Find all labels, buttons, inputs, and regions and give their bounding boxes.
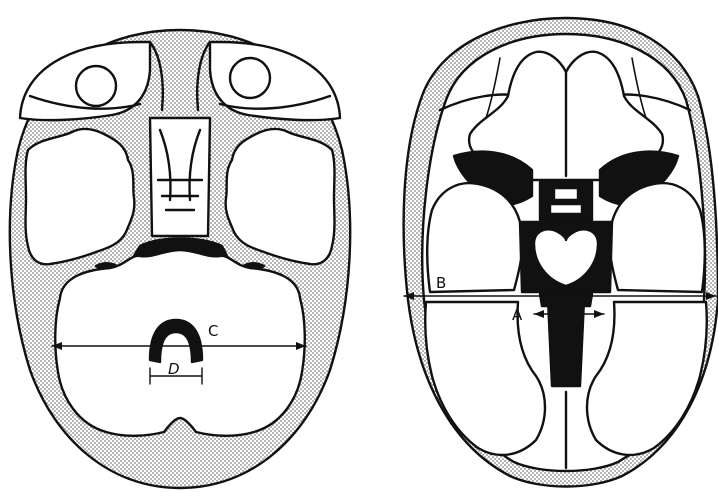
left-eye-circle-2	[230, 58, 270, 98]
left-central-column	[150, 118, 210, 236]
label-b: B	[436, 274, 446, 292]
right-temporal-lobe-r	[610, 183, 705, 292]
label-c: C	[208, 322, 218, 340]
left-posterior-fossa	[55, 250, 305, 436]
right-dark-column	[548, 300, 584, 386]
left-skull-section	[10, 30, 350, 488]
label-d: D	[168, 360, 180, 378]
left-eye-circle-1	[76, 66, 116, 106]
label-a: A	[512, 306, 523, 324]
right-skull-section	[404, 18, 718, 487]
